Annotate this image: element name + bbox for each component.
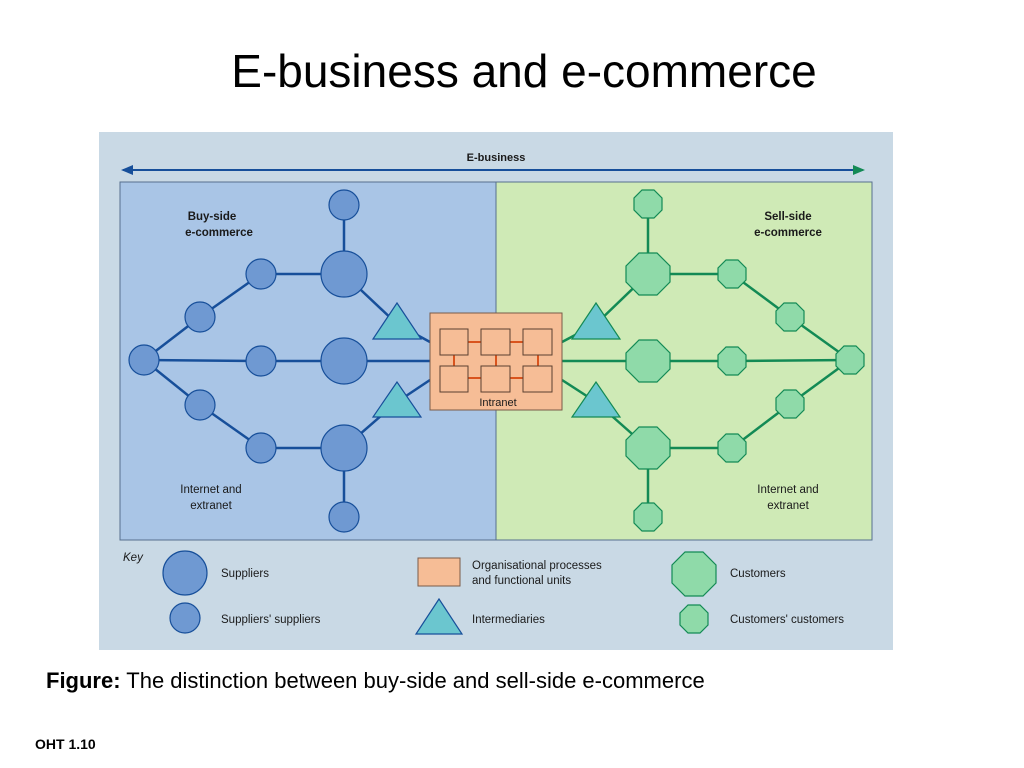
customers-customer-node	[835, 345, 865, 375]
key-customers-customers-label: Customers' customers	[730, 614, 844, 626]
sell-side-intermediaries	[570, 301, 622, 418]
caption-label: Figure:	[46, 668, 121, 693]
sell-side-nodes	[625, 189, 865, 532]
suppliers-supplier-node	[245, 345, 277, 377]
suppliers-supplier-node	[328, 189, 360, 221]
sell-side-label-line2: e-commerce	[754, 227, 822, 239]
buy-side-nodes	[128, 189, 368, 533]
sell-side-label: Sell-side	[764, 211, 811, 223]
suppliers-supplier-node	[245, 258, 277, 290]
buy-side-intermediaries	[371, 301, 423, 418]
caption-text: The distinction between buy-side and sel…	[126, 668, 705, 693]
figure-caption: Figure: The distinction between buy-side…	[46, 668, 705, 694]
key-suppliers-suppliers-label: Suppliers' suppliers	[221, 614, 321, 626]
key-org-symbol	[417, 557, 461, 587]
customer-node	[625, 339, 671, 383]
e-business-arrow	[121, 165, 865, 175]
customers-customer-node	[717, 346, 747, 376]
customers-customer-node	[717, 259, 747, 289]
key-org-label-line1: Organisational processes	[472, 560, 602, 572]
key-intermediaries-label: Intermediaries	[472, 614, 545, 626]
suppliers-supplier-node	[128, 344, 160, 376]
buy-side-label: Buy-side	[188, 211, 237, 223]
left-network-label: Internet and	[180, 484, 241, 496]
customers-customer-node	[633, 189, 663, 219]
suppliers-supplier-node	[184, 389, 216, 421]
left-network-label-line2: extranet	[190, 500, 232, 512]
customers-customer-node	[633, 502, 663, 532]
suppliers-supplier-node	[328, 501, 360, 533]
suppliers-supplier-node	[245, 432, 277, 464]
key-intermediaries-symbol	[414, 597, 464, 635]
customers-customer-node	[717, 433, 747, 463]
intermediary-node	[371, 301, 423, 340]
intermediary-node	[570, 301, 622, 340]
key-customers-label: Customers	[730, 568, 786, 580]
supplier-node	[320, 337, 368, 385]
supplier-node	[320, 250, 368, 298]
key-suppliers-symbol	[162, 550, 208, 596]
key-org-label-line2: and functional units	[472, 575, 571, 587]
right-network-label: Internet and	[757, 484, 818, 496]
key-customers-symbol	[671, 551, 717, 597]
supplier-node	[320, 424, 368, 472]
intermediary-node	[570, 380, 622, 418]
suppliers-supplier-node	[184, 301, 216, 333]
intermediary-node	[371, 380, 423, 418]
slide-title: E-business and e-commerce	[231, 45, 817, 97]
customer-node	[625, 252, 671, 296]
key-title: Key	[123, 552, 144, 564]
slide-footer: OHT 1.10	[35, 736, 96, 752]
right-network-label-line2: extranet	[767, 500, 809, 512]
e-business-label: E-business	[467, 152, 526, 164]
key-suppliers-suppliers-symbol	[169, 602, 201, 634]
buy-side-label-line2: e-commerce	[185, 227, 253, 239]
ebusiness-diagram: E-business	[99, 132, 893, 650]
intranet-label: Intranet	[479, 397, 516, 409]
customers-customer-node	[775, 389, 805, 419]
key-customers-customers-symbol	[679, 604, 709, 634]
customers-customer-node	[775, 302, 805, 332]
key-suppliers-label: Suppliers	[221, 568, 269, 580]
customer-node	[625, 426, 671, 470]
intranet-block	[429, 312, 563, 411]
